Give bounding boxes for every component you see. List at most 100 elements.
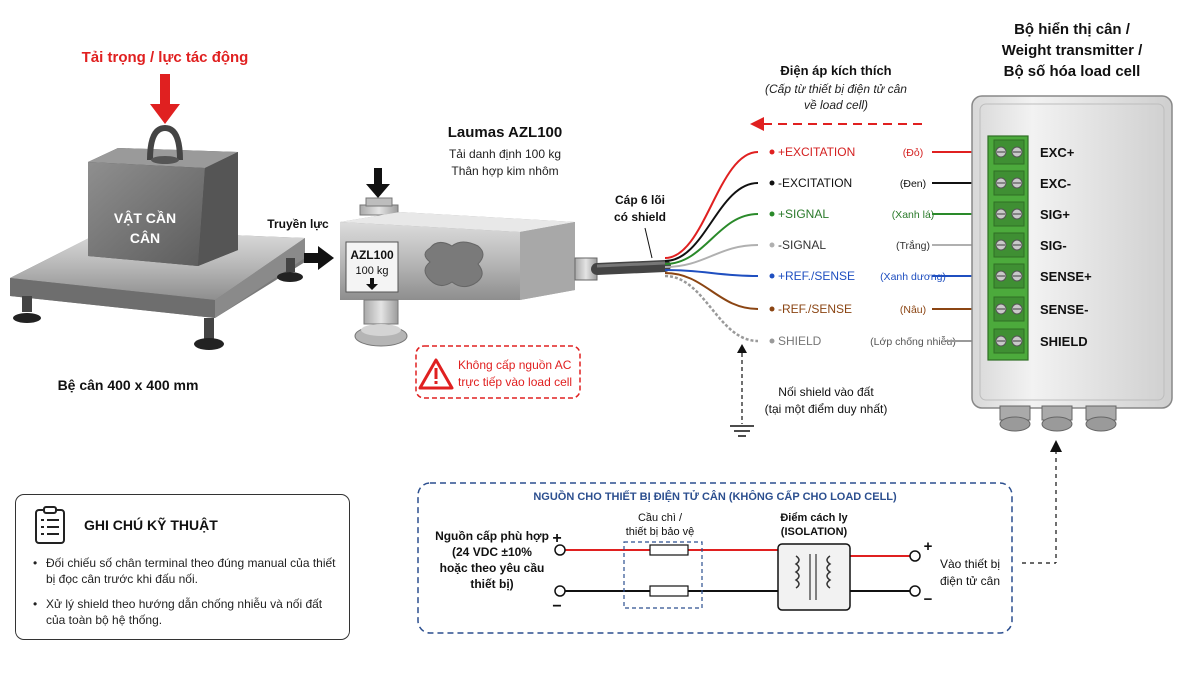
wire-1-color-name: (Đỏ) — [903, 147, 923, 159]
wire-1-dot — [769, 149, 775, 155]
terminal-screw-3 — [993, 201, 1025, 227]
six-core-cable — [591, 260, 671, 275]
output-plus-sign: + — [924, 538, 933, 555]
power-source-line4: thiết bị) — [470, 577, 513, 591]
terminal-label-7: SHIELD — [1040, 334, 1088, 349]
excitation-subtitle-line2: về load cell) — [804, 98, 868, 112]
transfer-label: Truyền lực — [267, 217, 329, 231]
power-source-line2: (24 VDC ±10% — [452, 545, 532, 559]
loadcell-spec-line1: Tải danh định 100 kg — [449, 147, 561, 161]
transmitter-title-line2: Weight transmitter / — [1002, 42, 1143, 59]
terminal-screw-6 — [993, 296, 1025, 322]
power-lines — [554, 544, 921, 597]
wire-7-name: SHIELD — [778, 334, 822, 348]
wire-6-name: -REF./SENSE — [778, 302, 852, 316]
weight-label-line2: CÂN — [130, 229, 160, 246]
wire-5-name: +REF./SENSE — [778, 269, 855, 283]
transmitter-power-link — [1022, 440, 1062, 564]
wire-6-color-name: (Nâu) — [900, 304, 926, 316]
wire-2-color-name: (Đen) — [900, 178, 926, 190]
terminal-label-6: SENSE- — [1040, 302, 1088, 317]
terminal-label-5: SENSE+ — [1040, 269, 1092, 284]
wire-2-fanout — [664, 182, 759, 262]
shield-ground-line1: Nối shield vào đất — [778, 385, 874, 399]
terminal-block: EXC+ EXC- SIG+ SIG- SENSE+ SENSE- SHIELD — [987, 135, 1092, 361]
wire-3-name: +SIGNAL — [778, 207, 829, 221]
wire-4-color-name: (Trắng) — [896, 239, 930, 252]
input-plus-sign: + — [552, 530, 561, 547]
wire-4-fanout — [664, 244, 759, 268]
power-out-line1: Vào thiết bị — [940, 557, 1000, 571]
loadcell-title: Laumas AZL100 — [448, 124, 563, 141]
loadcell-spec-line2: Thân hợp kim nhôm — [451, 164, 558, 178]
warning-line1: Không cấp nguồn AC — [458, 358, 572, 372]
wire-5-color-name: (Xanh dương) — [880, 271, 946, 283]
terminal-label-4: SIG- — [1040, 238, 1067, 253]
technical-notes-box: GHI CHÚ KỸ THUẬT Đối chiếu số chân termi… — [15, 494, 350, 640]
terminal-label-3: SIG+ — [1040, 207, 1070, 222]
wire-2-dot — [769, 180, 775, 186]
power-out-line2: điện tử cân — [940, 574, 1000, 588]
notes-item: Đối chiếu số chân terminal theo đúng man… — [30, 555, 340, 587]
terminal-label-2: EXC- — [1040, 176, 1071, 191]
terminal-label-1: EXC+ — [1040, 145, 1075, 160]
wire-6-fanout — [664, 272, 759, 310]
weight-label-line1: VẬT CẦN — [114, 209, 176, 226]
wire-1-fanout — [664, 151, 759, 259]
excitation-direction-arrow — [750, 117, 922, 131]
wire-4-name: -SIGNAL — [778, 238, 826, 252]
wire-7-color-name: (Lớp chống nhiễu) — [870, 335, 956, 348]
wire-7-fanout — [664, 274, 759, 343]
cable-label-line1: Cáp 6 lõi — [615, 193, 665, 207]
ac-warning-box — [415, 345, 581, 399]
terminal-screw-4 — [993, 232, 1025, 258]
test-weight-block — [88, 124, 238, 266]
notes-item: Xử lý shield theo hướng dẫn chống nhiễu … — [30, 596, 340, 628]
wire-3-dot — [769, 211, 775, 217]
iso-label-line2: (ISOLATION) — [781, 526, 848, 538]
force-arrow-icon — [150, 74, 180, 124]
fuse-label-line2: thiết bị bảo vệ — [626, 526, 695, 538]
output-minus-sign: − — [924, 591, 933, 608]
wire-3-color-name: (Xanh lá) — [892, 209, 935, 221]
wire-5-dot — [769, 273, 775, 279]
loadcell-plate-model: AZL100 — [350, 248, 394, 262]
shield-ground-line2: (tại một điểm duy nhất) — [765, 402, 888, 416]
load-cell-body — [340, 197, 598, 347]
notes-list: Đối chiếu số chân terminal theo đúng man… — [30, 555, 340, 637]
terminal-screw-5 — [993, 263, 1025, 289]
loadcell-plate-capacity: 100 kg — [355, 265, 388, 277]
fuse-label-line1: Cầu chì / — [638, 512, 683, 524]
plate-down-arrow-icon — [366, 278, 378, 290]
excitation-title: Điện áp kích thích — [780, 63, 891, 78]
warning-line2: trực tiếp vào load cell — [458, 375, 572, 389]
transfer-arrow-icon — [304, 246, 334, 270]
input-minus-sign: − — [552, 598, 561, 615]
wire-2-name: -EXCITATION — [778, 176, 852, 190]
power-source-line3: hoặc theo yêu cầu — [440, 561, 545, 575]
warning-triangle-icon — [418, 358, 454, 390]
wire-3-fanout — [664, 213, 759, 265]
terminal-screw-2 — [993, 170, 1025, 196]
terminal-screw-1 — [993, 139, 1025, 165]
wire-1-name: +EXCITATION — [778, 145, 855, 159]
iso-label-line1: Điểm cách ly — [780, 512, 848, 524]
terminal-screw-7 — [993, 328, 1025, 354]
wire-5-fanout — [664, 269, 759, 277]
transmitter-title-line1: Bộ hiển thị cân / — [1014, 21, 1131, 38]
platform-label: Bệ cân 400 x 400 mm — [58, 377, 199, 393]
clipboard-icon — [35, 506, 65, 544]
wire-7-dot — [769, 338, 775, 344]
wire-layer: +EXCITATION (Đỏ) -EXCITATION (Đen) +SIGNAL (X… — [664, 145, 993, 348]
power-title: NGUỒN CHO THIẾT BỊ ĐIỆN TỬ CÂN (KHÔNG CẤ… — [533, 490, 897, 503]
fuse-icon — [623, 541, 703, 609]
wire-6-dot — [769, 306, 775, 312]
notes-title: GHI CHÚ KỸ THUẬT — [84, 517, 218, 533]
excitation-subtitle-line1: (Cấp từ thiết bị điện tử cân — [765, 82, 907, 96]
transmitter-title-line3: Bộ số hóa load cell — [1004, 63, 1141, 80]
cable-label-line2: có shield — [614, 210, 666, 224]
wire-4-dot — [769, 242, 775, 248]
power-supply-section — [417, 482, 1013, 634]
